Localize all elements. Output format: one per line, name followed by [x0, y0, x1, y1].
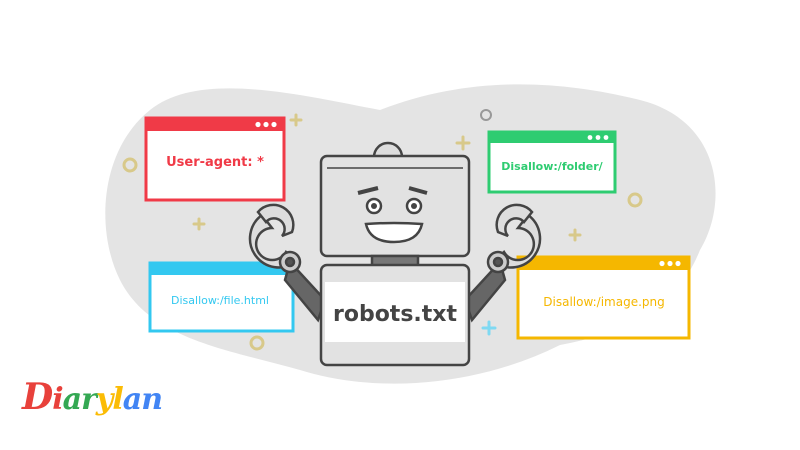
ring-decoration: [122, 157, 138, 173]
logo-letter: l: [112, 382, 123, 417]
robot-mouth: [364, 221, 424, 244]
logo-letter: D: [22, 376, 53, 418]
logo-letter: y: [95, 382, 113, 417]
robot-antenna: [372, 141, 404, 159]
logo-letter: a: [122, 382, 142, 417]
robot-arm-left: [283, 259, 327, 323]
robot: [248, 141, 542, 367]
ring-decoration: [627, 192, 643, 208]
window-folder: Disallow:/folder/: [487, 130, 617, 194]
file-text: Disallow:/file.html: [171, 294, 269, 307]
robot-claw-left-2: [256, 203, 295, 238]
logo-letter: i: [52, 382, 63, 417]
logo-letter: a: [62, 382, 82, 417]
robot-claw-right-2: [495, 203, 534, 238]
ring-decoration: [249, 335, 265, 351]
window-file: Disallow:/file.html: [148, 261, 295, 333]
image-text: Disallow:/image.png: [543, 295, 664, 309]
logo-letter: r: [81, 382, 97, 417]
logo-letter: n: [141, 382, 163, 417]
robot-label: robots.txt: [333, 302, 458, 327]
robot-arm-right: [463, 259, 507, 323]
plus-decoration: [192, 113, 582, 336]
robot-eyebrow-right: [408, 186, 428, 195]
ring-decoration: [480, 109, 492, 121]
folder-text: Disallow:/folder/: [501, 160, 603, 173]
window-user-agent: User-agent: *: [144, 116, 286, 202]
robot-eyebrow-left: [357, 186, 379, 195]
window-image: Disallow:/image.png: [516, 255, 691, 340]
user-agent-text: User-agent: *: [166, 155, 264, 170]
logo: Diarylan: [22, 376, 163, 418]
